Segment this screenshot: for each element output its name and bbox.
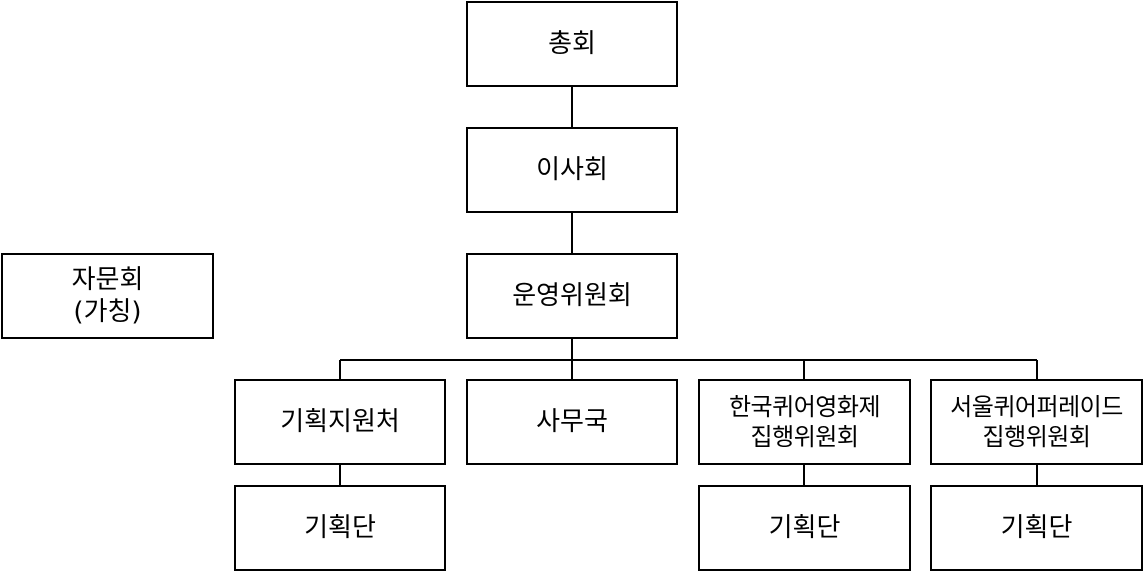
node-label: 운영위원회 — [512, 280, 632, 311]
node-planning-team-kqff: 기획단 — [698, 485, 911, 571]
node-planning-team-sqp: 기획단 — [930, 485, 1143, 571]
node-steering-committee: 운영위원회 — [466, 253, 678, 339]
node-sqp-committee: 서울퀴어퍼레이드 집행위원회 — [930, 379, 1143, 465]
node-board: 이사회 — [466, 127, 678, 213]
node-label: 서울퀴어퍼레이드 집행위원회 — [950, 393, 1123, 451]
node-secretariat: 사무국 — [466, 379, 678, 465]
node-label: 이사회 — [536, 154, 608, 185]
node-label: 기획단 — [304, 512, 376, 543]
node-label: 기획단 — [768, 512, 841, 543]
node-general-assembly: 총회 — [466, 1, 678, 87]
node-advisory-committee: 자문회 (가칭) — [1, 253, 214, 339]
node-label: 기획단 — [1000, 512, 1073, 543]
node-kqff-committee: 한국퀴어영화제 집행위원회 — [698, 379, 911, 465]
node-label: 한국퀴어영화제 집행위원회 — [728, 393, 881, 451]
node-label: 총회 — [548, 28, 596, 59]
node-label: 사무국 — [536, 406, 608, 437]
node-label: 자문회 (가칭) — [71, 264, 144, 328]
node-planning-support-office: 기획지원처 — [234, 379, 446, 465]
node-label: 기획지원처 — [280, 406, 400, 437]
node-planning-team-support: 기획단 — [234, 485, 446, 571]
